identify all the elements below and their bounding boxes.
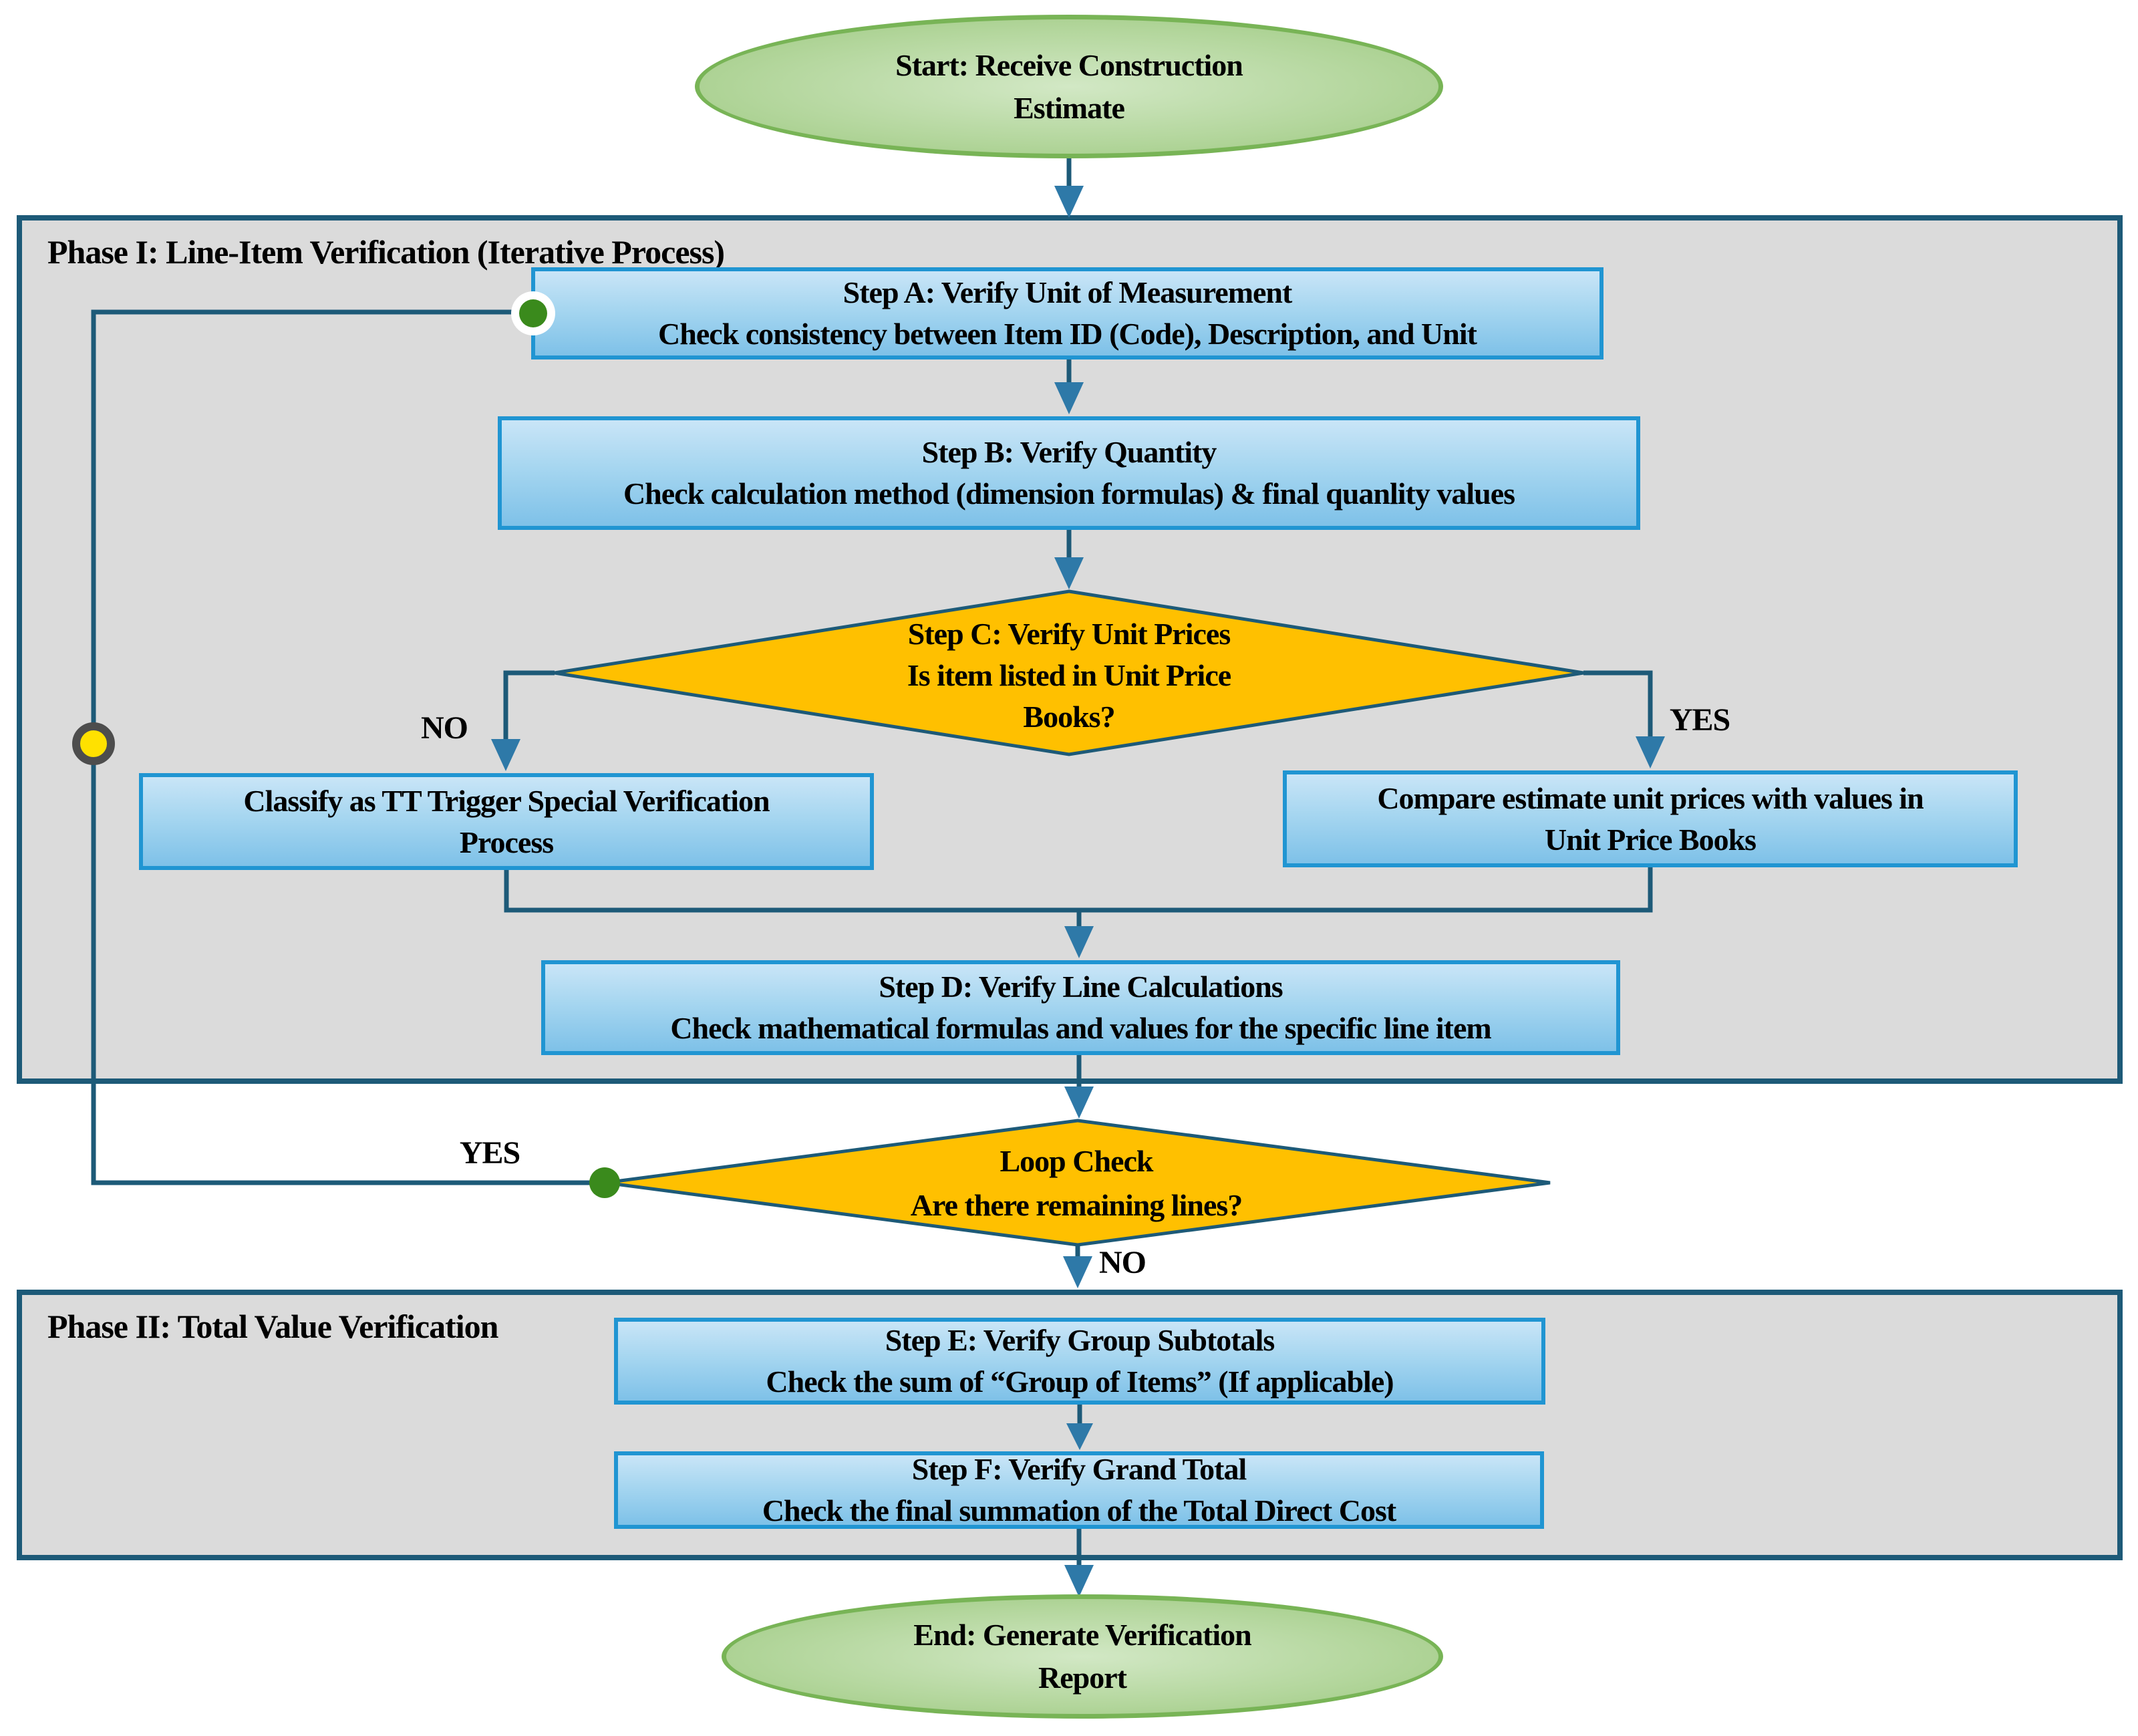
step-d-desc: Check mathematical formulas and values f…	[670, 1011, 1491, 1045]
arrowhead-start	[1054, 186, 1084, 218]
step-f-box: Step F: Verify Grand Total Check the fin…	[614, 1451, 1544, 1529]
arrowhead-loop	[1064, 1087, 1094, 1119]
loop-check-question: Are there remaining lines?	[910, 1188, 1243, 1222]
step-e-desc: Check the sum of “Group of Items” (If ap…	[766, 1364, 1394, 1399]
loop-exit-dot-icon	[589, 1167, 620, 1198]
yes-branch-line1: Compare estimate unit prices with values…	[1377, 780, 1924, 815]
step-c-question-line2: Books?	[1023, 700, 1115, 734]
yes-branch-box: Compare estimate unit prices with values…	[1283, 770, 2018, 867]
end-text-line1: End: Generate Verification	[913, 1618, 1251, 1652]
step-f-title: Step F: Verify Grand Total	[911, 1452, 1247, 1486]
step-c-title: Step C: Verify Unit Prices	[907, 617, 1231, 651]
start-text-line1: Start: Receive Construction	[895, 47, 1243, 82]
step-c-question-line1: Is item listed in Unit Price	[907, 658, 1231, 692]
step-b-box: Step B: Verify Quantity Check calculatio…	[498, 416, 1640, 530]
step-d-title: Step D: Verify Line Calculations	[879, 970, 1283, 1004]
start-terminal: Start: Receive Construction Estimate	[695, 15, 1443, 158]
phase2-label: Phase II: Total Value Verification	[47, 1308, 498, 1345]
loop-check-text: Loop Check Are there remaining lines?	[809, 1139, 1344, 1227]
end-terminal: End: Generate Verification Report	[722, 1594, 1443, 1719]
step-a-title: Step A: Verify Unit of Measurement	[843, 275, 1293, 309]
phase1-label: Phase I: Line-Item Verification (Iterati…	[47, 233, 725, 271]
no-branch-line1: Classify as TT Trigger Special Verificat…	[243, 783, 770, 818]
step-f-desc: Check the final summation of the Total D…	[762, 1493, 1396, 1528]
yes-branch-line2: Unit Price Books	[1544, 822, 1757, 857]
step-c-text: Step C: Verify Unit Prices Is item liste…	[815, 613, 1323, 738]
step-e-title: Step E: Verify Group Subtotals	[885, 1323, 1275, 1357]
step-b-desc: Check calculation method (dimension form…	[623, 476, 1515, 511]
label-yes-branch: YES	[1669, 702, 1730, 738]
step-a-box: Step A: Verify Unit of Measurement Check…	[531, 267, 1604, 359]
step-a-desc: Check consistency between Item ID (Code)…	[658, 317, 1477, 351]
step-b-title: Step B: Verify Quantity	[921, 435, 1217, 469]
no-branch-box: Classify as TT Trigger Special Verificat…	[139, 773, 874, 870]
step-e-box: Step E: Verify Group Subtotals Check the…	[614, 1318, 1545, 1405]
end-text-line2: Report	[1038, 1660, 1127, 1695]
loop-check-title: Loop Check	[1000, 1144, 1154, 1178]
start-text-line2: Estimate	[1014, 90, 1125, 125]
arrowhead-end	[1064, 1565, 1094, 1597]
step-d-box: Step D: Verify Line Calculations Check m…	[541, 960, 1620, 1055]
label-no-branch: NO	[421, 710, 468, 746]
no-branch-line2: Process	[459, 825, 554, 859]
label-loop-yes: YES	[459, 1135, 520, 1171]
label-loop-no: NO	[1099, 1245, 1147, 1280]
